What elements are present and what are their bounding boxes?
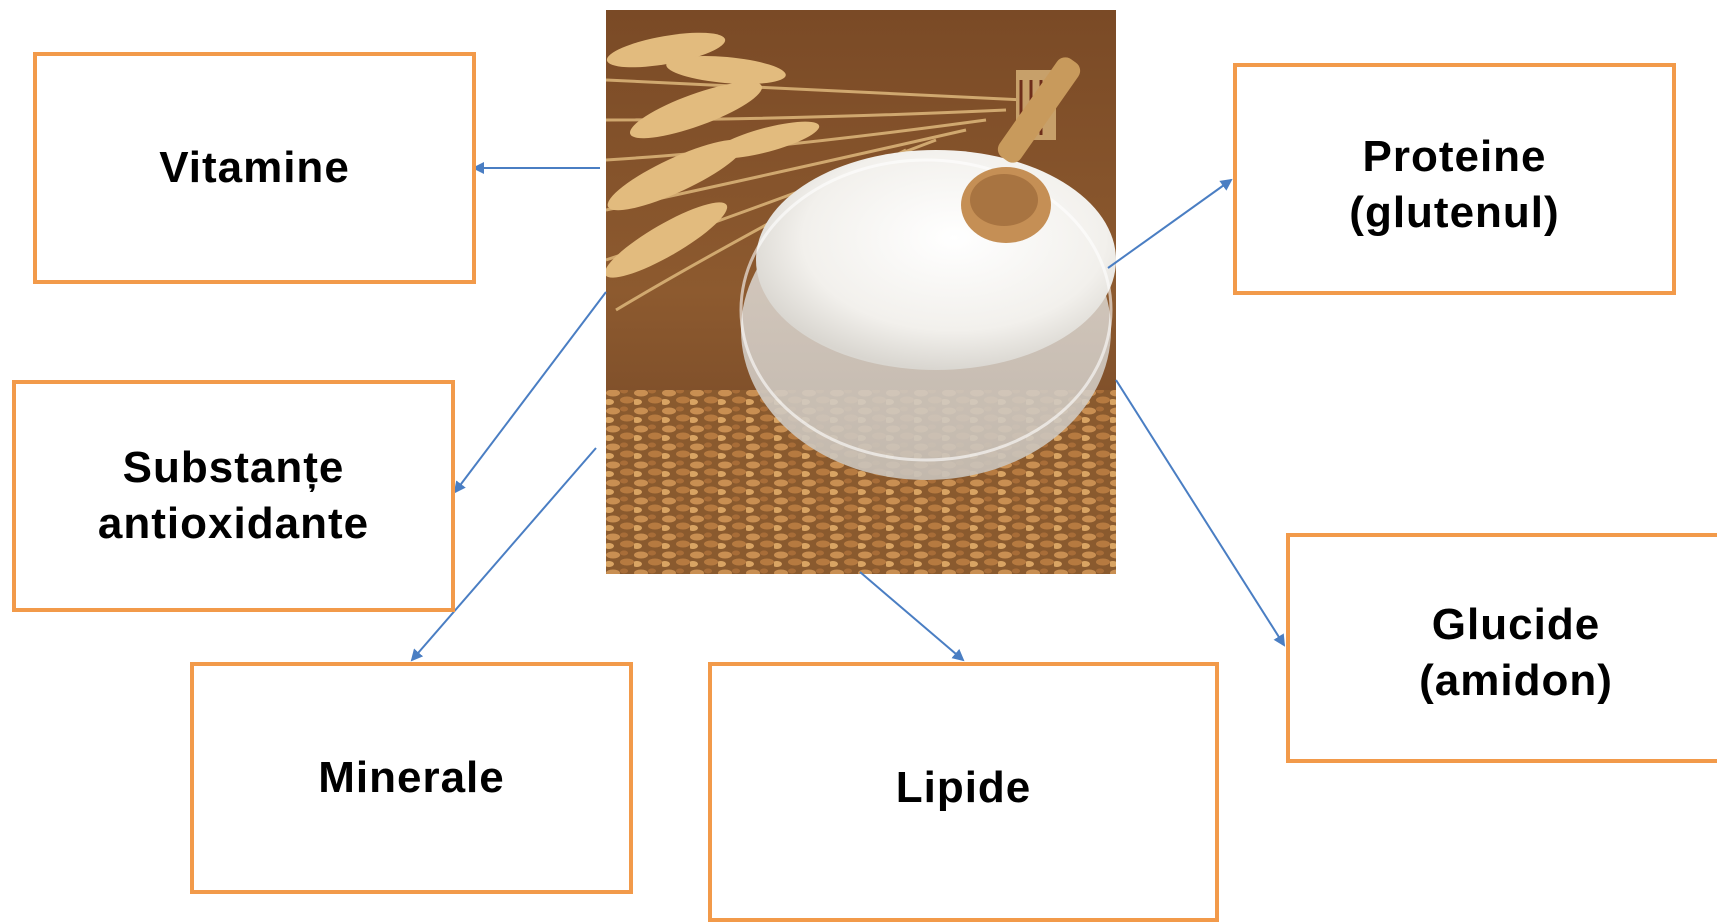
arrow-to-lipide xyxy=(860,572,963,660)
arrow-to-glucide xyxy=(1116,380,1284,645)
box-substante-antioxidante: Substanțe antioxidante xyxy=(12,380,455,612)
box-minerale: Minerale xyxy=(190,662,633,894)
box-glucide: Glucide (amidon) xyxy=(1286,533,1717,763)
box-proteine: Proteine (glutenul) xyxy=(1233,63,1676,295)
label-minerale: Minerale xyxy=(318,750,505,806)
label-substante-antioxidante: Substanțe antioxidante xyxy=(98,440,369,553)
label-lipide: Lipide xyxy=(896,760,1032,816)
label-glucide: Glucide (amidon) xyxy=(1419,597,1613,710)
arrow-to-proteine xyxy=(1108,180,1231,268)
label-proteine: Proteine (glutenul) xyxy=(1349,129,1559,242)
box-lipide: Lipide xyxy=(708,662,1219,922)
box-vitamine: Vitamine xyxy=(33,52,476,284)
label-vitamine: Vitamine xyxy=(159,140,350,196)
